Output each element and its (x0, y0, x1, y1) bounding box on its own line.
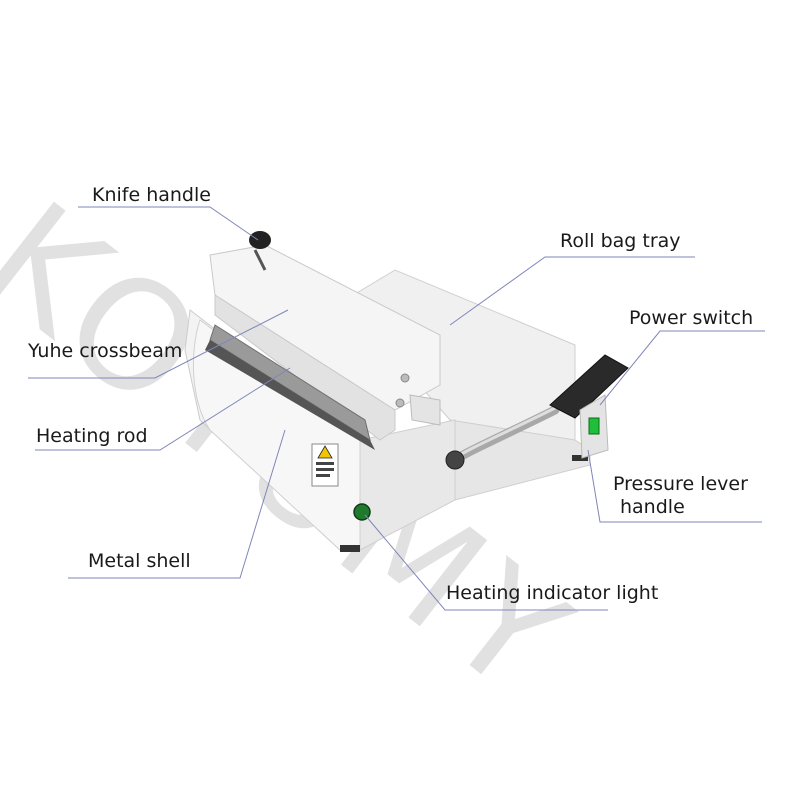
knife-slider (253, 249, 267, 271)
sticker-text (316, 474, 330, 477)
screw (400, 373, 410, 383)
screw (395, 398, 405, 408)
power-switch (588, 417, 600, 435)
label-heating-rod: Heating rod (36, 425, 148, 447)
label-roll-bag-tray: Roll bag tray (560, 230, 681, 252)
warning-triangle (317, 445, 333, 459)
leader-knife-handle (78, 206, 259, 241)
foot (572, 455, 588, 461)
foot (340, 545, 360, 552)
sticker-text (316, 462, 334, 465)
metal-shell-side (359, 419, 456, 551)
pressure-lever-handle (549, 354, 629, 419)
knife-handle-knob (249, 231, 271, 249)
label-yuhe-crossbeam: Yuhe crossbeam (28, 340, 183, 362)
heating-rod-channel (205, 340, 375, 450)
leader-pressure-lever (587, 449, 762, 523)
lever-pivot (445, 450, 465, 470)
leader-heating-indicator (364, 514, 608, 611)
leader-heating-rod (35, 367, 291, 451)
hinge-bracket (409, 394, 441, 426)
label-heating-indicator-light: Heating indicator light (446, 582, 659, 604)
label-metal-shell: Metal shell (88, 550, 191, 572)
label-pressure-lever-line1: Pressure lever (613, 473, 748, 495)
crossbeam-front (214, 294, 396, 441)
leader-power-switch (599, 330, 765, 406)
leader-metal-shell (68, 429, 286, 579)
label-pressure-lever-line2: handle (620, 496, 685, 518)
label-knife-handle: Knife handle (92, 184, 211, 206)
leader-yuhe-crossbeam (28, 309, 289, 379)
leader-roll-bag-tray (449, 256, 695, 326)
leader-lines (28, 206, 765, 611)
sticker-text (316, 468, 334, 471)
label-power-switch: Power switch (629, 307, 754, 329)
